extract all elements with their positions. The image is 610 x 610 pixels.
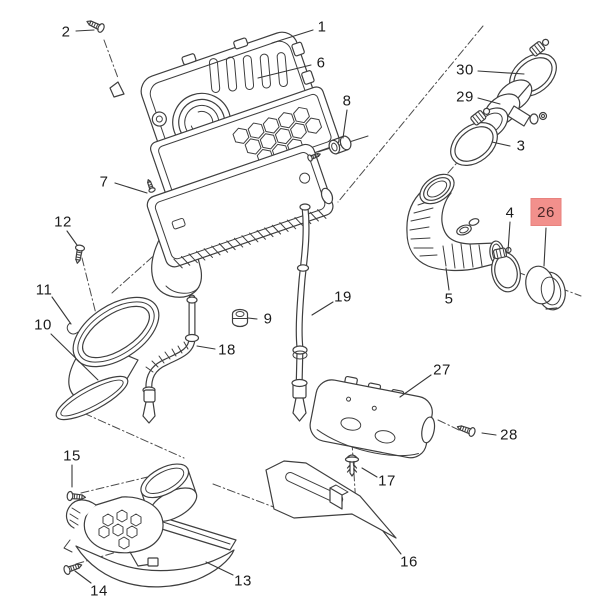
part-clip-17 — [344, 454, 360, 477]
callout-12[interactable]: 12 — [54, 213, 72, 231]
part-grommet-9 — [231, 308, 249, 328]
callout-2[interactable]: 2 — [61, 23, 71, 41]
callout-19[interactable]: 19 — [334, 288, 352, 306]
part-lower-duct-13 — [63, 463, 237, 588]
part-grommet-8 — [306, 135, 369, 163]
callout-3[interactable]: 3 — [516, 137, 526, 155]
callout-9[interactable]: 9 — [263, 310, 273, 328]
callout-28[interactable]: 28 — [500, 426, 518, 444]
housing-bolt — [144, 177, 157, 194]
callout-18[interactable]: 18 — [218, 341, 236, 359]
callout-13[interactable]: 13 — [234, 572, 252, 590]
callout-27[interactable]: 27 — [433, 361, 451, 379]
callout-8[interactable]: 8 — [342, 92, 352, 110]
part-vent-tube-19 — [291, 203, 311, 422]
callout-15[interactable]: 15 — [63, 447, 81, 465]
housing-outlet — [320, 187, 334, 205]
callout-11[interactable]: 11 — [35, 281, 53, 299]
part-air-cleaner-housing — [146, 143, 334, 269]
callout-29[interactable]: 29 — [456, 88, 474, 106]
part-engine-cover-27 — [309, 375, 436, 459]
callout-4[interactable]: 4 — [505, 204, 515, 222]
callout-5[interactable]: 5 — [444, 290, 454, 308]
part-vent-hose-18 — [142, 294, 200, 424]
callout-14[interactable]: 14 — [90, 582, 108, 600]
callout-10[interactable]: 10 — [34, 316, 52, 334]
leader-lines — [50, 29, 547, 584]
part-intake-duct-10 — [55, 296, 160, 421]
callout-16[interactable]: 16 — [400, 553, 418, 571]
part-intake-hose-5 — [406, 173, 505, 272]
callout-6[interactable]: 6 — [316, 54, 326, 72]
callout-17[interactable]: 17 — [378, 472, 396, 490]
callout-30[interactable]: 30 — [456, 61, 474, 79]
part-adapter-sleeve-26 — [525, 265, 566, 311]
callout-7[interactable]: 7 — [99, 173, 109, 191]
callout-1[interactable]: 1 — [317, 18, 327, 36]
part-clip-11 — [66, 322, 79, 335]
part-deflector-16 — [265, 460, 397, 539]
cover-mount-ear — [109, 81, 125, 98]
part-clamp-3 — [450, 107, 498, 166]
callout-26[interactable]: 26 — [530, 198, 562, 226]
